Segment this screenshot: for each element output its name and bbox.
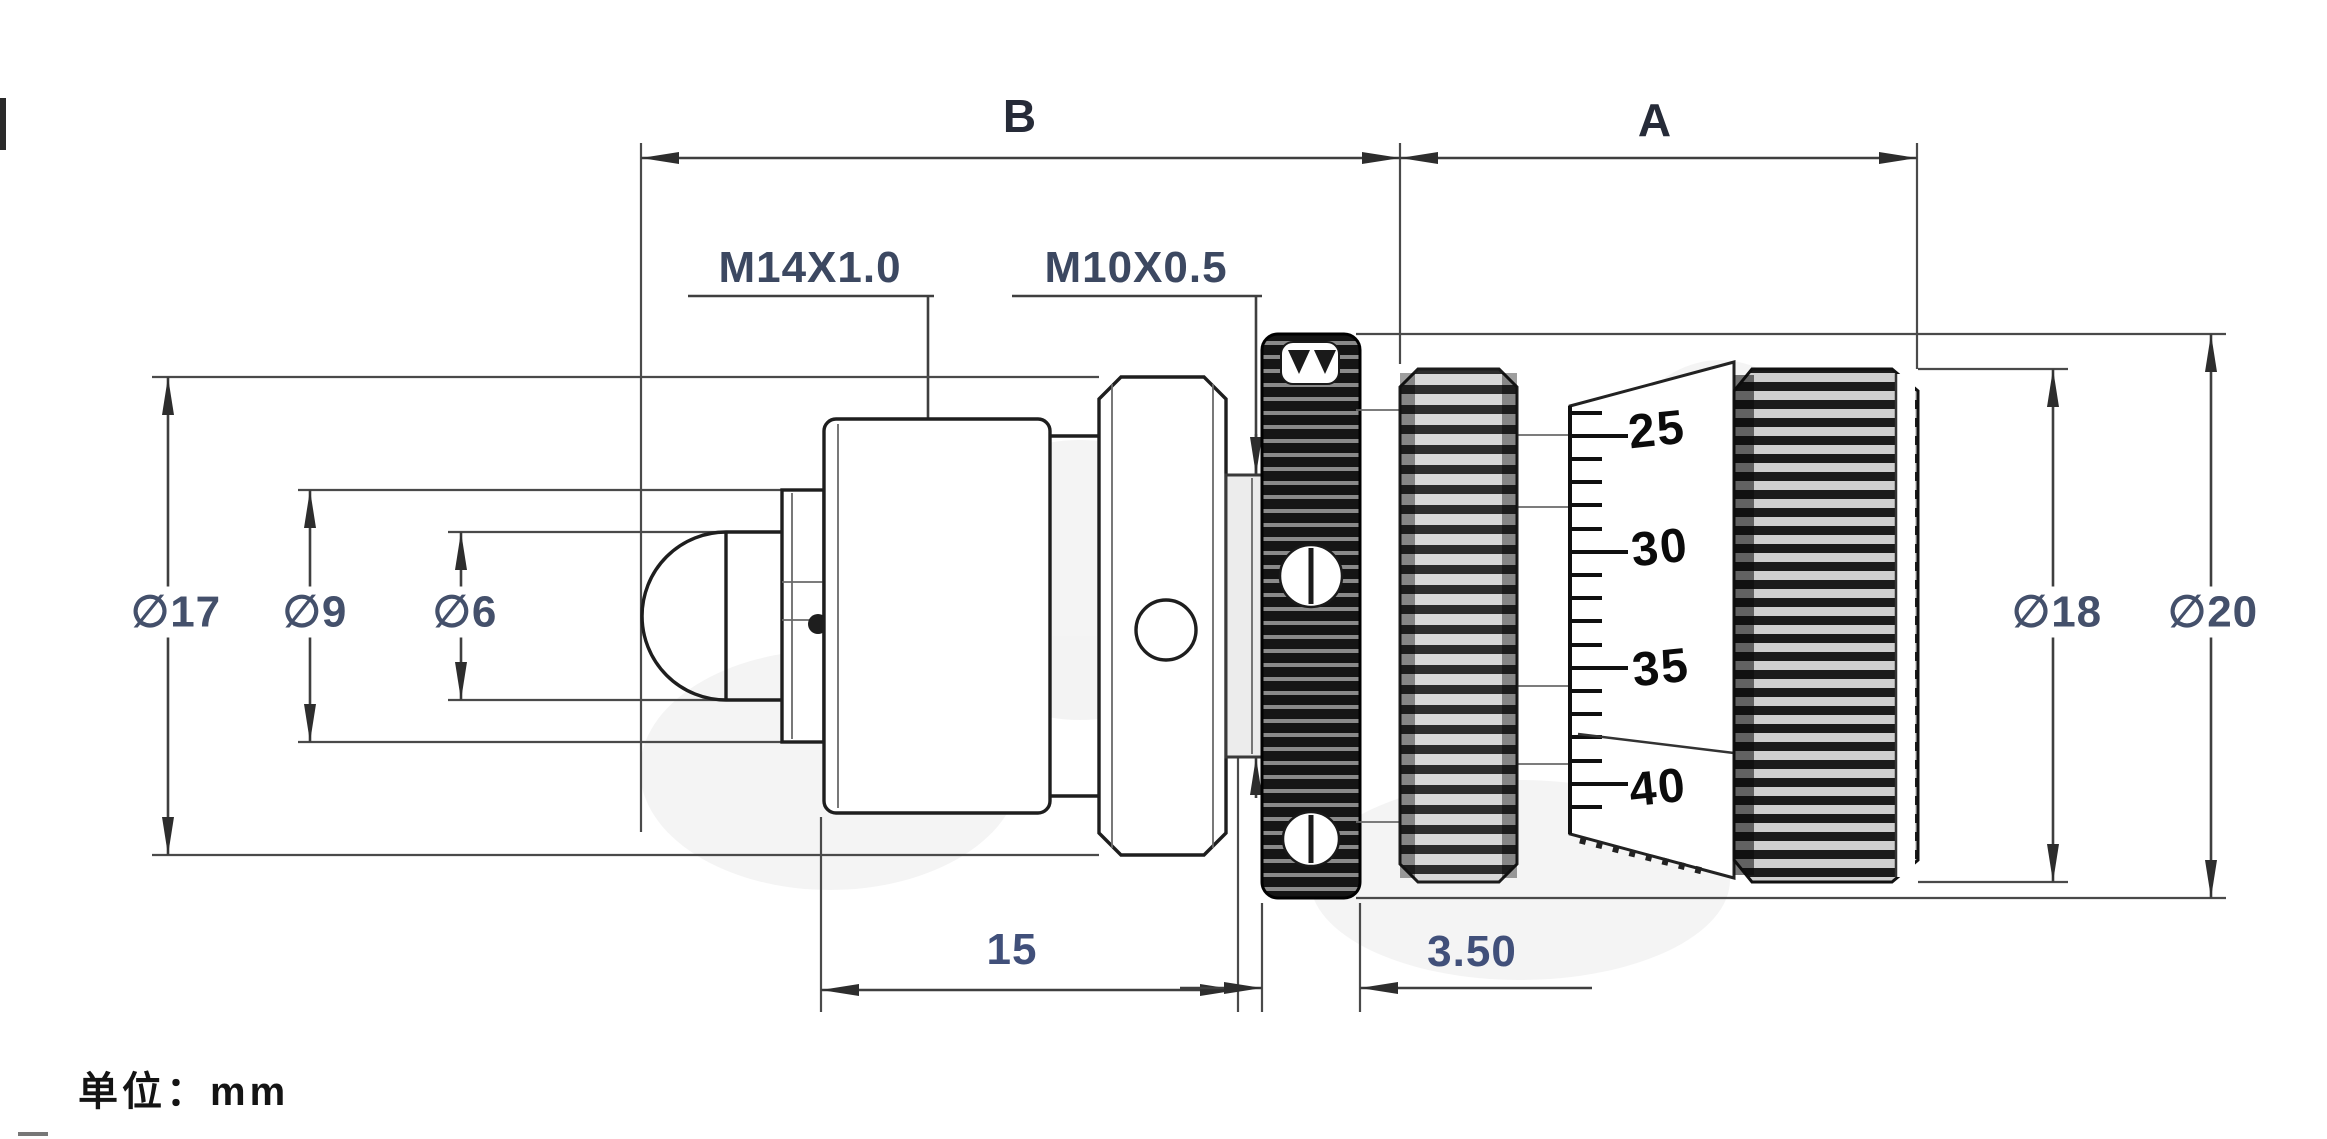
shaft-gap-lines <box>1356 409 1570 823</box>
dia-label-20: ∅20 <box>2159 586 2267 638</box>
dim-label-a: A <box>1637 94 1673 146</box>
right-diameter-dimensions <box>1356 332 2226 900</box>
dia-label-9: ∅9 <box>274 586 356 638</box>
thimble-knurled <box>1732 367 1920 884</box>
dia-label-18: ∅18 <box>2003 586 2111 638</box>
spindle-tip <box>640 530 784 702</box>
scale-number-40: 40 <box>1626 758 1690 818</box>
len-label-350: 3.50 <box>1427 927 1517 976</box>
scale-number-35: 35 <box>1629 638 1693 698</box>
body-neck <box>1050 434 1099 798</box>
thread-label-m10: M10X0.5 <box>1044 243 1228 292</box>
dim-label-b: B <box>1002 90 1038 142</box>
span-dimensions <box>639 143 1919 832</box>
mounting-flange <box>1097 375 1228 857</box>
left-diameter-dimensions <box>152 375 1099 857</box>
thread-label-m14: M14X1.0 <box>718 243 902 292</box>
len-label-15: 15 <box>986 925 1038 974</box>
dia-label-6: ∅6 <box>424 586 506 638</box>
adjustment-ring-knurled <box>1398 367 1519 884</box>
scale-number-25: 25 <box>1625 400 1689 460</box>
unit-note: 单位：mm <box>78 1070 290 1114</box>
scan-artifacts <box>0 98 48 1136</box>
scale-number-30: 30 <box>1628 518 1692 578</box>
lock-nut-knurled <box>1260 332 1362 900</box>
threaded-body-m14 <box>822 417 1052 815</box>
graduated-sleeve <box>1568 360 1736 880</box>
bottom-length-dimensions <box>819 745 1592 1012</box>
dia-label-17: ∅17 <box>122 586 230 638</box>
spindle-collar <box>780 488 828 744</box>
fine-thread-washer <box>1224 473 1264 759</box>
